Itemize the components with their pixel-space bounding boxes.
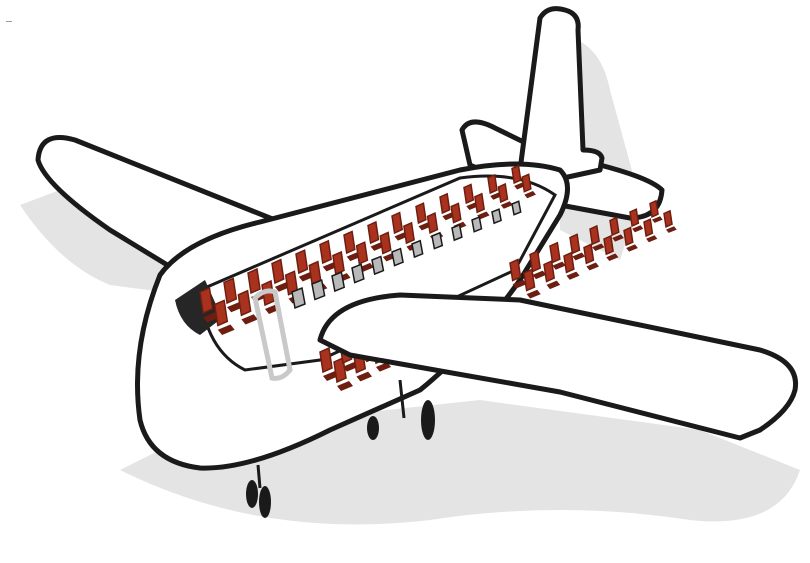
- aisle-seatback: [372, 256, 383, 274]
- seat-right-inner: [664, 211, 677, 233]
- aisle-seatback: [292, 288, 305, 308]
- aisle-seatback: [392, 249, 403, 266]
- aisle-seatback: [432, 233, 442, 249]
- aisle-seatback: [512, 201, 521, 214]
- aisle-seatback: [472, 217, 481, 232]
- aisle-seatback: [452, 225, 462, 240]
- aisle-seatback: [412, 241, 423, 257]
- aisle-seatback: [492, 209, 501, 223]
- aisle-seatback: [312, 280, 325, 299]
- aisle-seatback: [332, 272, 344, 291]
- aisle-seatback: [352, 264, 364, 282]
